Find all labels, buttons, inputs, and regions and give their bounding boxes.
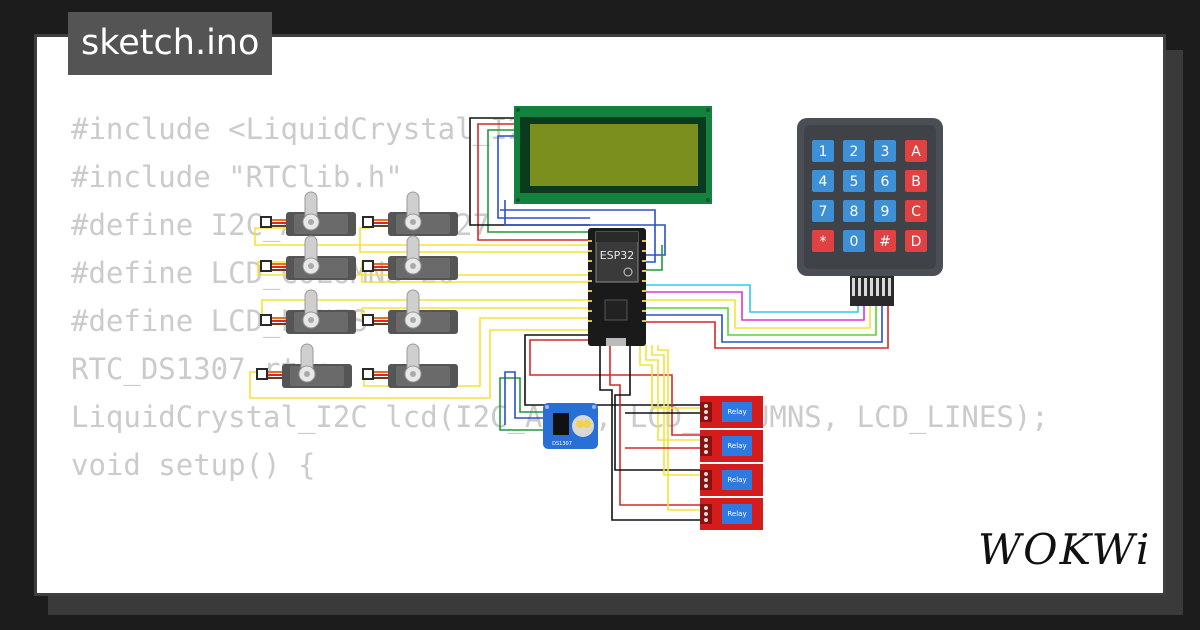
key-1[interactable]: 1	[812, 140, 834, 162]
svg-text:8: 8	[850, 204, 859, 220]
svg-text:D: D	[911, 234, 922, 250]
esp32-board[interactable]: ESP32	[588, 228, 646, 346]
svg-text:B: B	[911, 174, 921, 190]
svg-text:C: C	[911, 204, 921, 220]
code-line: #include "RTClib.h"	[71, 160, 403, 194]
file-tab[interactable]: sketch.ino	[68, 12, 273, 75]
servo-group[interactable]	[256, 191, 458, 388]
key-3[interactable]: 3	[874, 140, 896, 162]
keypad-keys: 1 2 3 A 4 5 6 B 7 8 9 C * 0 # D	[812, 140, 927, 252]
key-6[interactable]: 6	[874, 170, 896, 192]
servo-motor[interactable]	[260, 191, 356, 236]
servo-motor[interactable]	[260, 235, 356, 280]
svg-text:6: 6	[881, 174, 890, 190]
key-4[interactable]: 4	[812, 170, 834, 192]
servo-motor[interactable]	[362, 343, 458, 388]
servo-motor[interactable]	[362, 191, 458, 236]
key-7[interactable]: 7	[812, 200, 834, 222]
relay-label: Relay	[727, 510, 746, 518]
svg-text:7: 7	[819, 204, 828, 220]
servo-motor[interactable]	[256, 343, 352, 388]
svg-text:9: 9	[881, 204, 890, 220]
key-9[interactable]: 9	[874, 200, 896, 222]
relay-label: Relay	[727, 408, 746, 416]
svg-text:*: *	[820, 234, 827, 250]
servo-motor[interactable]	[362, 235, 458, 280]
relay-module[interactable]: Relay	[700, 464, 763, 496]
relay-module[interactable]: Relay	[700, 430, 763, 462]
key-A[interactable]: A	[905, 140, 927, 162]
svg-text:1: 1	[819, 144, 828, 160]
svg-text:3: 3	[881, 144, 890, 160]
relay-label: Relay	[727, 476, 746, 484]
lcd-display[interactable]	[514, 106, 712, 204]
relay-label: Relay	[727, 442, 746, 450]
wokwi-logo: WOKWi	[978, 525, 1152, 574]
svg-text:A: A	[911, 144, 921, 160]
svg-text:5: 5	[850, 174, 859, 190]
relay-module[interactable]: Relay	[700, 396, 763, 428]
key-8[interactable]: 8	[843, 200, 865, 222]
servo-motor[interactable]	[362, 289, 458, 334]
svg-text:#: #	[879, 234, 891, 250]
esp32-label: ESP32	[600, 249, 635, 262]
svg-text:0: 0	[850, 234, 859, 250]
rtc-label: DS1307	[552, 441, 572, 447]
svg-text:4: 4	[819, 174, 828, 190]
svg-text:2: 2	[850, 144, 859, 160]
key-0[interactable]: 0	[843, 230, 865, 252]
rtc-module[interactable]: DS1307	[543, 403, 598, 449]
key-hash[interactable]: #	[874, 230, 896, 252]
code-line: void setup() {	[71, 448, 316, 482]
key-C[interactable]: C	[905, 200, 927, 222]
relay-module[interactable]: Relay	[700, 498, 763, 530]
key-5[interactable]: 5	[843, 170, 865, 192]
key-D[interactable]: D	[905, 230, 927, 252]
key-star[interactable]: *	[812, 230, 834, 252]
servo-motor[interactable]	[260, 289, 356, 334]
key-B[interactable]: B	[905, 170, 927, 192]
key-2[interactable]: 2	[843, 140, 865, 162]
